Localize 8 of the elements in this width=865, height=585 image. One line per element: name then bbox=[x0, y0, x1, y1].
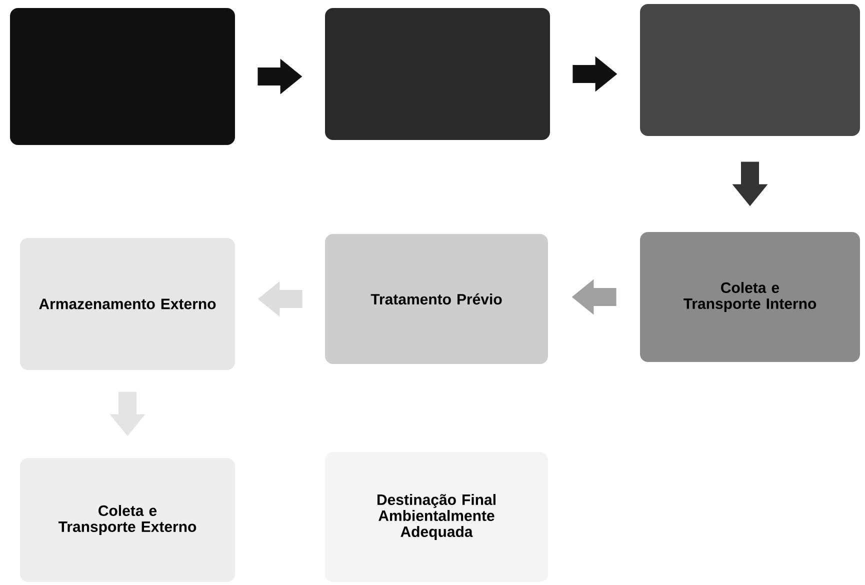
step-box bbox=[640, 4, 860, 136]
step-box: Destinação Final Ambientalmente Adequada bbox=[325, 452, 548, 582]
step-box bbox=[325, 8, 550, 140]
step-box: Coleta e Transporte Externo bbox=[20, 458, 235, 582]
step-box bbox=[10, 8, 235, 145]
step-box: Tratamento Prévio bbox=[325, 234, 548, 364]
step-box: Armazenamento Externo bbox=[20, 238, 235, 370]
step-box: Coleta e Transporte Interno bbox=[640, 232, 860, 362]
